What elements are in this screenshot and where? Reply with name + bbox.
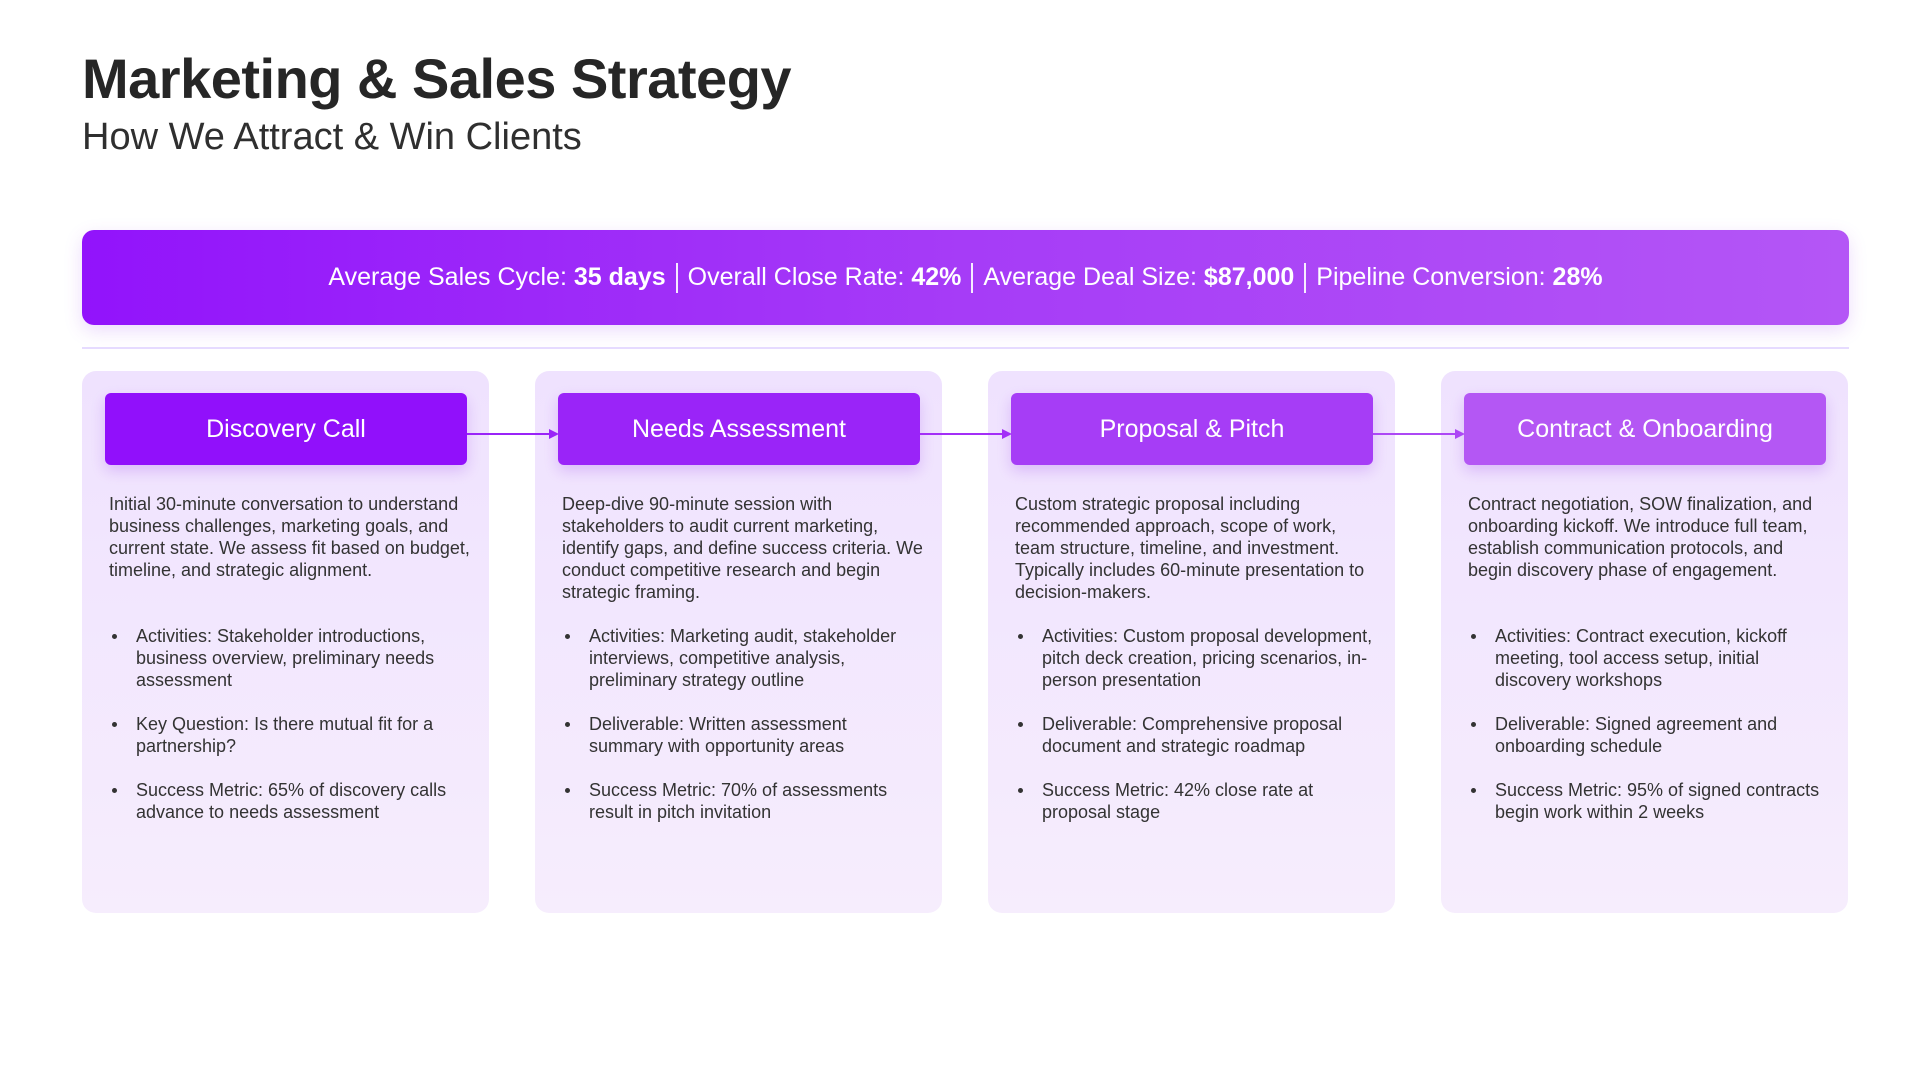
list-item: Activities: Contract execution, kickoff … xyxy=(1468,625,1830,691)
stage-description: Initial 30-minute conversation to unders… xyxy=(109,494,470,580)
stage-header: Discovery Call xyxy=(105,393,467,465)
stage-card-contract-onboarding: Contract & Onboarding Contract negotiati… xyxy=(1441,371,1848,913)
page-title: Marketing & Sales Strategy xyxy=(82,47,792,110)
metric-value: 28% xyxy=(1552,263,1603,291)
stage-description: Deep-dive 90-minute session with stakeho… xyxy=(562,494,923,602)
metrics-banner: Average Sales Cycle: 35 days Overall Clo… xyxy=(82,230,1849,325)
list-item: Success Metric: 95% of signed contracts … xyxy=(1468,779,1830,823)
list-item: Success Metric: 70% of assessments resul… xyxy=(562,779,924,823)
metric-value: $87,000 xyxy=(1203,263,1295,291)
metric-sales-cycle: Average Sales Cycle: 35 days xyxy=(328,263,665,292)
stage-header: Contract & Onboarding xyxy=(1464,393,1826,465)
stage-bullet-list: Activities: Custom proposal development,… xyxy=(1015,625,1377,845)
page-subtitle: How We Attract & Win Clients xyxy=(82,116,582,158)
stage-bullet-list: Activities: Stakeholder introductions, b… xyxy=(109,625,471,845)
metric-pipeline-conversion: Pipeline Conversion: 28% xyxy=(1316,263,1602,292)
metric-separator xyxy=(675,262,678,293)
arrow-right-icon xyxy=(1373,429,1465,439)
section-divider xyxy=(82,347,1849,349)
metric-label: Average Deal Size: xyxy=(983,263,1197,291)
list-item: Activities: Custom proposal development,… xyxy=(1015,625,1377,691)
list-item: Activities: Marketing audit, stakeholder… xyxy=(562,625,924,691)
stage-description: Custom strategic proposal including reco… xyxy=(1015,494,1365,602)
stage-header: Needs Assessment xyxy=(558,393,920,465)
list-item: Success Metric: 65% of discovery calls a… xyxy=(109,779,471,823)
arrow-right-icon xyxy=(920,429,1012,439)
metric-label: Average Sales Cycle: xyxy=(328,263,567,291)
stage-card-proposal-pitch: Proposal & Pitch Custom strategic propos… xyxy=(988,371,1395,913)
stage-card-needs-assessment: Needs Assessment Deep-dive 90-minute ses… xyxy=(535,371,942,913)
arrow-right-icon xyxy=(467,429,559,439)
list-item: Deliverable: Written assessment summary … xyxy=(562,713,924,757)
list-item: Key Question: Is there mutual fit for a … xyxy=(109,713,471,757)
list-item: Deliverable: Comprehensive proposal docu… xyxy=(1015,713,1377,757)
stage-description: Contract negotiation, SOW finalization, … xyxy=(1468,494,1813,580)
metric-value: 42% xyxy=(911,263,962,291)
stage-bullet-list: Activities: Contract execution, kickoff … xyxy=(1468,625,1830,845)
metric-label: Overall Close Rate: xyxy=(687,263,905,291)
list-item: Deliverable: Signed agreement and onboar… xyxy=(1468,713,1830,757)
metric-close-rate: Overall Close Rate: 42% xyxy=(688,263,962,292)
stage-bullet-list: Activities: Marketing audit, stakeholder… xyxy=(562,625,924,845)
metric-value: 35 days xyxy=(573,263,666,291)
metric-deal-size: Average Deal Size: $87,000 xyxy=(983,263,1294,292)
stage-header: Proposal & Pitch xyxy=(1011,393,1373,465)
stage-card-discovery-call: Discovery Call Initial 30-minute convers… xyxy=(82,371,489,913)
metric-separator xyxy=(971,262,974,293)
metric-separator xyxy=(1304,262,1307,293)
list-item: Activities: Stakeholder introductions, b… xyxy=(109,625,471,691)
list-item: Success Metric: 42% close rate at propos… xyxy=(1015,779,1377,823)
metric-label: Pipeline Conversion: xyxy=(1316,263,1546,291)
